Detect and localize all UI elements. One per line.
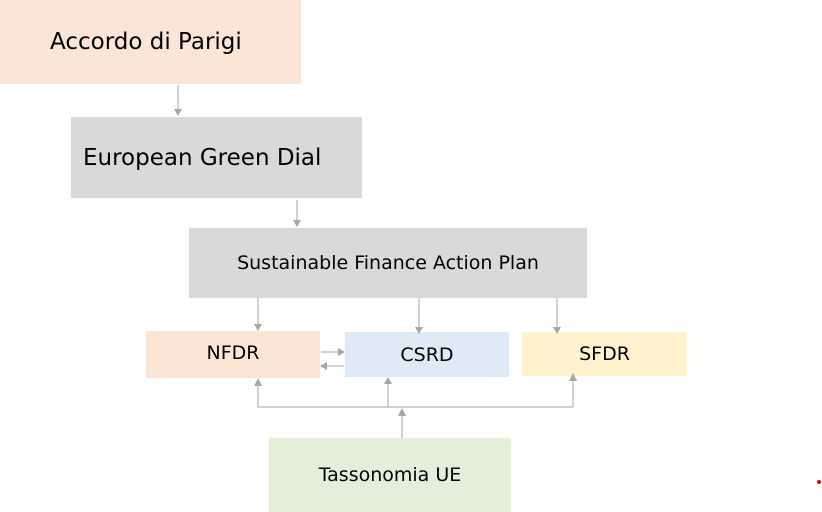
node-sfdr: SFDR xyxy=(522,332,687,376)
arrowhead-sfdr-bottom xyxy=(569,373,577,381)
node-label: Accordo di Parigi xyxy=(50,29,242,55)
arrowhead-sfdr-top xyxy=(553,327,561,334)
arrowhead-nfdr-top xyxy=(254,324,262,331)
arrowhead-bus xyxy=(398,408,406,416)
node-sustainable-finance-action-plan: Sustainable Finance Action Plan xyxy=(189,228,587,298)
node-accordo-di-parigi: Accordo di Parigi xyxy=(0,0,301,84)
node-european-green-dial: European Green Dial xyxy=(71,117,362,198)
node-label: Sustainable Finance Action Plan xyxy=(237,252,539,274)
red-dot-marker xyxy=(817,480,821,484)
arrowhead-csrd-left xyxy=(338,348,345,356)
node-csrd: CSRD xyxy=(345,332,509,377)
arrowhead-nfdr-right xyxy=(320,362,327,370)
arrowhead-sfap xyxy=(293,220,301,227)
arrowhead-nfdr-bottom xyxy=(254,378,262,386)
arrowhead-egd xyxy=(174,109,182,116)
node-tassonomia-ue: Tassonomia UE xyxy=(269,438,511,512)
node-nfdr: NFDR xyxy=(146,331,320,378)
arrowhead-csrd-top xyxy=(415,327,423,334)
edge-tassonomia-bus xyxy=(257,381,574,408)
node-label: NFDR xyxy=(206,341,260,364)
node-label: CSRD xyxy=(400,343,454,366)
node-label: European Green Dial xyxy=(83,144,322,171)
node-label: SFDR xyxy=(579,343,630,365)
arrowhead-csrd-bottom xyxy=(384,377,392,384)
node-label: Tassonomia UE xyxy=(318,464,462,486)
